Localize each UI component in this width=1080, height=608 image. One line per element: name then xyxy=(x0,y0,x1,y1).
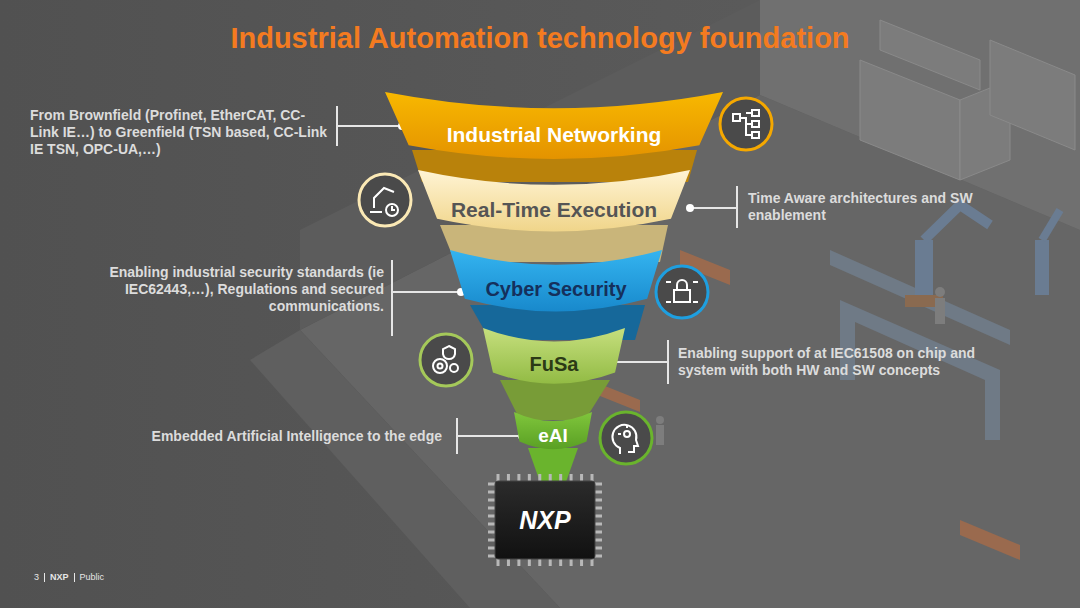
callout-text: Time Aware architectures and SW enableme… xyxy=(748,190,978,224)
node-label: Cyber Security xyxy=(485,278,626,301)
security-band: Cyber Security xyxy=(450,250,662,316)
band-fill xyxy=(450,250,662,311)
nxp-chip: NXP xyxy=(488,474,602,566)
band-fill xyxy=(514,412,592,449)
chip-body xyxy=(495,481,595,559)
band-fill xyxy=(483,328,625,384)
node-label: Real-Time Execution xyxy=(451,198,657,222)
ai-head-icon xyxy=(600,412,652,464)
footer-text: NXP xyxy=(50,572,69,582)
separator-bar xyxy=(74,573,75,582)
callout-text: From Brownfield (Profinet, EtherCAT, CC-… xyxy=(30,107,330,158)
leader-dot xyxy=(398,122,694,440)
safety-gear-icon xyxy=(420,334,472,386)
band-fill xyxy=(418,170,690,231)
node-label: Industrial Networking xyxy=(447,123,662,147)
footer-text: 3 xyxy=(34,572,39,582)
footer-text: Public xyxy=(80,572,105,582)
node-label: FuSa xyxy=(530,353,579,376)
networking-band: Industrial Networking xyxy=(385,92,723,164)
band-fill xyxy=(385,92,723,159)
footer: 3 NXP Public xyxy=(34,572,104,582)
agv-cart xyxy=(590,250,1020,560)
robot-clock-icon xyxy=(359,174,411,226)
funnel-stem xyxy=(528,448,578,482)
realtime-band: Real-Time Execution xyxy=(418,170,690,236)
callout-text: Enabling industrial security standards (… xyxy=(30,264,384,315)
shelf-rack xyxy=(860,20,1075,180)
network-icon xyxy=(720,98,772,150)
eai-band: eAI xyxy=(514,412,592,452)
node-label: NXP xyxy=(519,506,570,535)
robot-arm xyxy=(905,205,1060,307)
chip-pins xyxy=(488,474,602,566)
title: Industrial Automation technology foundat… xyxy=(0,22,1080,55)
separator-bar xyxy=(44,573,45,582)
callout-text: Enabling support of at IEC61508 on chip … xyxy=(678,345,1018,379)
security-icon xyxy=(656,266,708,318)
callout-text: Embedded Artificial Intelligence to the … xyxy=(40,428,442,445)
node-label: eAI xyxy=(538,425,568,447)
fusa-band: FuSa xyxy=(483,328,625,388)
